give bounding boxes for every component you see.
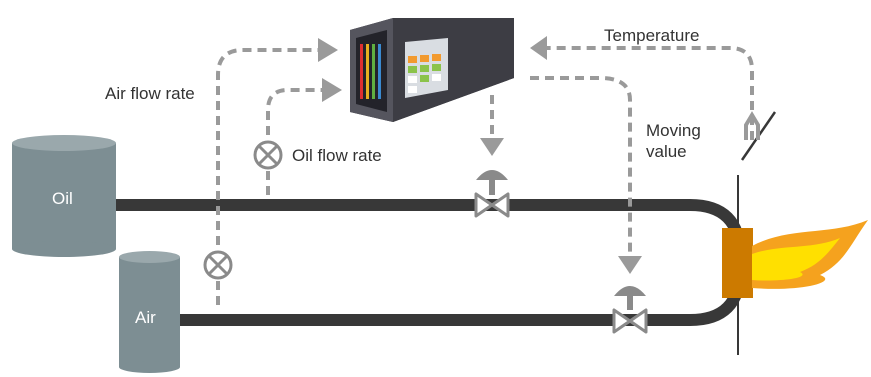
air-pipe (174, 264, 746, 326)
moving-value-label-line2: value (646, 142, 687, 161)
oil-tank-label: Oil (52, 189, 73, 208)
moving-value-label-line1: Moving (646, 121, 701, 140)
air-valve-signal-line (530, 76, 632, 258)
oil-valve-arrow (480, 138, 504, 156)
signal-arrows (318, 36, 642, 274)
temperature-sensor-icon (740, 111, 777, 161)
air-valve-arrow (618, 256, 642, 274)
air-flow-rate-label: Air flow rate (105, 84, 195, 103)
oil-flow-arrow (322, 78, 342, 102)
temperature-arrow (530, 36, 547, 60)
temperature-label: Temperature (604, 26, 700, 45)
air-tank (119, 251, 180, 373)
air-tank-label: Air (135, 308, 156, 327)
oil-tank (12, 135, 116, 257)
air-flow-arrow (318, 38, 338, 62)
air-flow-signal-line (216, 48, 320, 305)
air-flow-meter-icon (203, 250, 233, 280)
temperature-signal-line (545, 46, 754, 140)
flame-icon (752, 220, 868, 289)
oil-control-valve-icon (474, 170, 510, 218)
controller-icon (350, 18, 514, 122)
burner-icon (722, 228, 753, 298)
oil-flow-signal-line (266, 88, 325, 195)
signal-lines (216, 46, 754, 305)
air-control-valve-icon (612, 286, 648, 334)
oil-flow-rate-label: Oil flow rate (292, 146, 382, 165)
oil-pipe (109, 199, 746, 261)
oil-flow-meter-icon (253, 140, 283, 170)
